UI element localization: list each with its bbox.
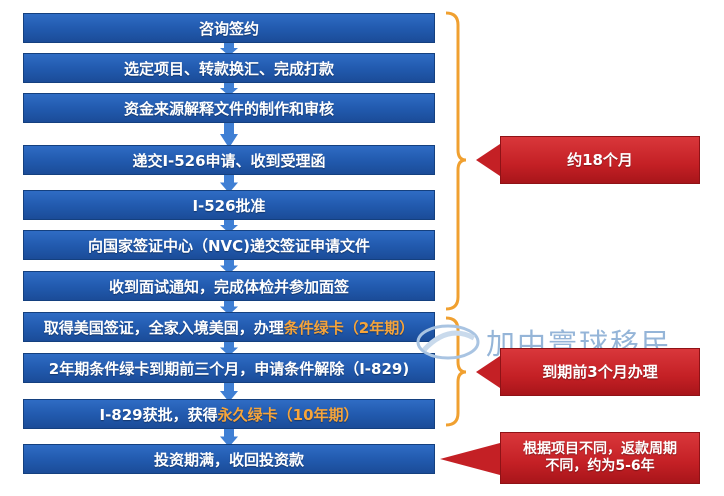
step-submit-i526: 递交I-526申请、收到受理函 — [23, 145, 435, 175]
down-arrow — [220, 339, 238, 356]
callout-repayment-line2: 不同，约为5-6年 — [545, 458, 655, 474]
down-arrow — [220, 120, 238, 148]
watermark-logo — [416, 324, 480, 360]
callout-repayment-line1: 根据项目不同，返款周期 — [523, 440, 677, 457]
step-i526-approved: I-526批准 — [23, 190, 435, 220]
callout-pointer-3-months — [476, 356, 500, 388]
step-fund-source-docs: 资金来源解释文件的制作和审核 — [23, 93, 435, 123]
step-interview: 收到面试通知，完成体检并参加面签 — [23, 271, 435, 301]
step-visa-conditional-card: 取得美国签证，全家入境美国，办理条件绿卡（2年期） — [23, 312, 435, 342]
down-arrow — [220, 172, 238, 193]
callout-18-months: 约18个月 — [500, 136, 700, 184]
step-nvc-submission: 向国家签证中心（NVC)递交签证申请文件 — [23, 230, 435, 260]
down-arrow — [220, 257, 238, 274]
down-arrow — [220, 217, 238, 233]
callout-repayment-period: 根据项目不同，返款周期 不同，约为5-6年 — [500, 432, 700, 484]
step-consult-sign: 咨询签约 — [23, 13, 435, 43]
callout-3-months: 到期前3个月办理 — [500, 348, 700, 396]
callout-pointer-repayment — [440, 443, 500, 475]
step-investment-return: 投资期满，收回投资款 — [23, 444, 435, 474]
down-arrow — [220, 426, 238, 447]
step-select-project: 选定项目、转款换汇、完成打款 — [23, 53, 435, 83]
permanent-card-highlight: 永久绿卡（10年期） — [217, 405, 359, 424]
callout-pointer-18-months — [476, 144, 500, 176]
down-arrow — [220, 80, 238, 96]
step-i829-approved: I-829获批，获得永久绿卡（10年期） — [23, 399, 435, 429]
step-remove-conditions-i829: 2年期条件绿卡到期前三个月，申请条件解除（I-829) — [23, 353, 435, 383]
bracket-3-months — [445, 316, 467, 427]
down-arrow — [220, 298, 238, 315]
down-arrow — [220, 380, 238, 402]
bracket-18-months — [445, 11, 467, 311]
down-arrow — [220, 40, 238, 56]
down-arrows — [220, 40, 238, 447]
conditional-card-highlight: 条件绿卡（2年期） — [283, 318, 415, 337]
